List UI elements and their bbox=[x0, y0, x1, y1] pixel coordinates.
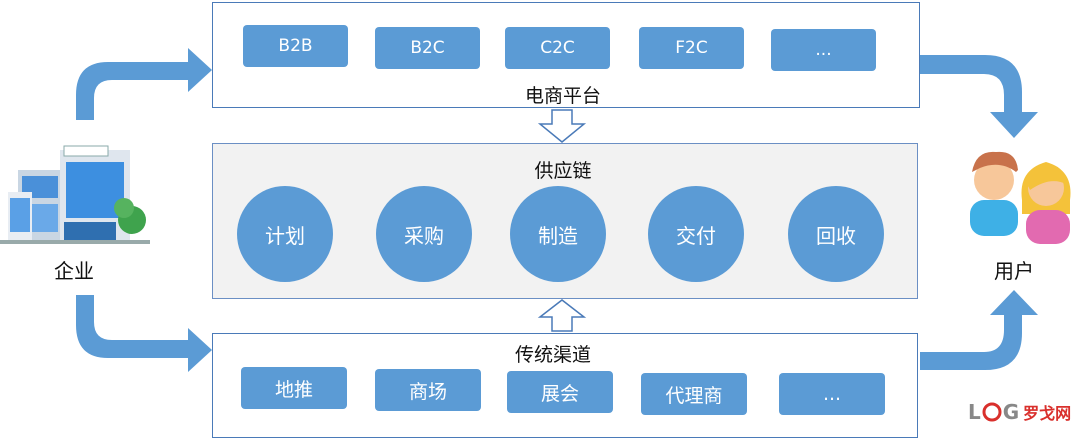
step-manufacture: 制造 bbox=[510, 186, 606, 282]
hollow-arrow-down bbox=[537, 109, 587, 143]
arrow-traditional-to-users bbox=[920, 290, 1038, 370]
chip-b2c: B2C bbox=[375, 27, 480, 69]
ecommerce-title: 电商平台 bbox=[524, 85, 601, 107]
chip-f2c: F2C bbox=[639, 27, 744, 69]
traditional-title: 传统渠道 bbox=[514, 344, 591, 366]
supply-chain-title: 供应链 bbox=[534, 160, 592, 182]
traditional-channels-panel: 传统渠道 地推 商场 展会 代理商 ... bbox=[212, 333, 918, 438]
step-plan: 计划 bbox=[237, 186, 333, 282]
watermark-logo: L G 罗戈网 bbox=[968, 400, 1071, 424]
watermark-latin-2: G bbox=[1002, 400, 1020, 424]
enterprise-label: 企业 bbox=[54, 259, 94, 283]
supply-chain-panel: 供应链 计划 采购 制造 交付 回收 bbox=[212, 143, 918, 299]
chip-b2b: B2B bbox=[243, 25, 348, 67]
chip-mall: 商场 bbox=[375, 369, 481, 411]
step-deliver: 交付 bbox=[648, 186, 744, 282]
users-icon bbox=[970, 151, 1071, 244]
arrow-enterprise-to-traditional bbox=[76, 295, 212, 372]
arrow-ecommerce-to-users bbox=[920, 55, 1038, 138]
step-recycle: 回收 bbox=[788, 186, 884, 282]
chip-more-traditional: ... bbox=[779, 373, 885, 415]
chip-c2c: C2C bbox=[505, 27, 610, 69]
watermark-latin-1: L bbox=[968, 400, 981, 424]
users-label: 用户 bbox=[994, 259, 1034, 283]
office-building-icon bbox=[0, 145, 150, 244]
chip-ground-promotion: 地推 bbox=[241, 367, 347, 409]
watermark-o-icon bbox=[982, 402, 1002, 422]
arrow-enterprise-to-ecommerce bbox=[76, 48, 212, 120]
chip-agent: 代理商 bbox=[641, 373, 747, 415]
chip-exhibition: 展会 bbox=[507, 371, 613, 413]
step-procure: 采购 bbox=[376, 186, 472, 282]
chip-more-ecommerce: ... bbox=[771, 29, 876, 71]
hollow-arrow-up bbox=[537, 299, 587, 332]
watermark-cn: 罗戈网 bbox=[1023, 404, 1072, 423]
ecommerce-panel: B2B B2C C2C F2C ... 电商平台 bbox=[212, 2, 920, 108]
